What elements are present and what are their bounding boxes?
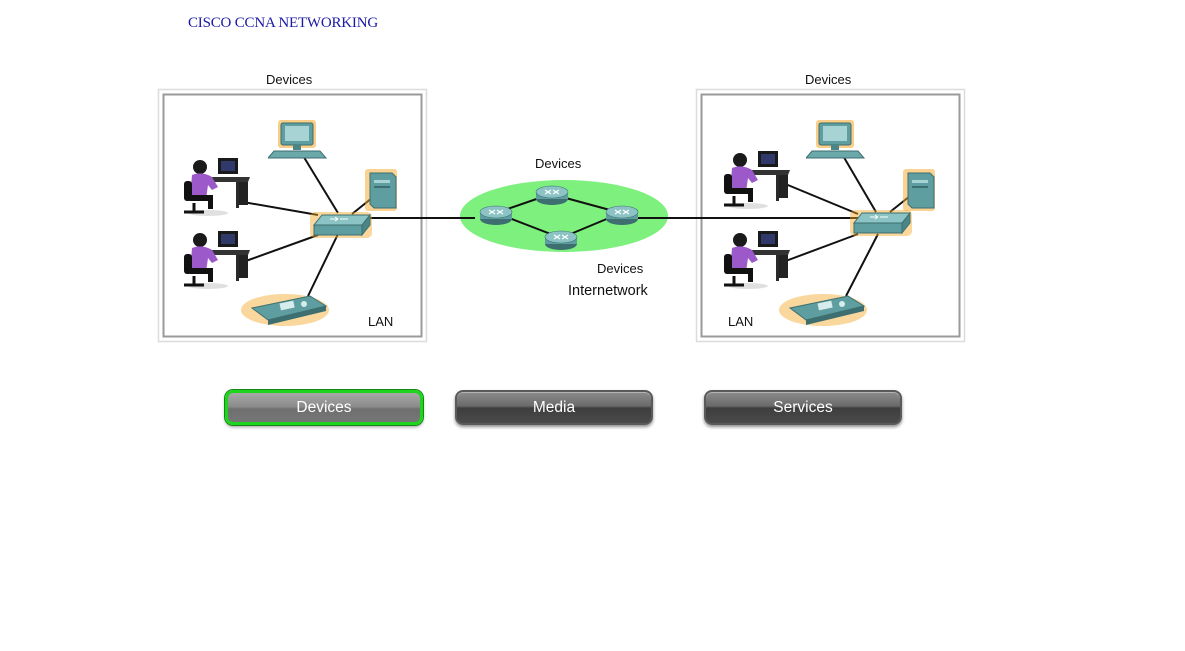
internetwork-devices-label-bottom: Devices xyxy=(597,261,644,276)
internetwork-label: Internetwork xyxy=(568,283,648,299)
right-lan-label: LAN xyxy=(728,314,754,329)
right-lan-devices-label: Devices xyxy=(805,72,852,87)
devices-button-label: Devices xyxy=(296,398,352,416)
cisco-ccna-networking-link[interactable]: CISCO CCNA NETWORKING xyxy=(188,15,378,31)
router-top-icon xyxy=(535,185,569,206)
media-button[interactable]: Media xyxy=(455,390,653,425)
right-ip-phone-icon xyxy=(778,293,868,327)
right-switch-icon xyxy=(849,209,913,237)
left-ip-phone-icon xyxy=(240,293,330,327)
left-server-icon xyxy=(364,168,398,212)
internetwork-devices-label-top: Devices xyxy=(535,156,582,171)
services-button-label: Services xyxy=(773,398,833,416)
right-lan-links xyxy=(637,153,911,297)
right-server-icon xyxy=(902,168,936,212)
left-lan-devices-label: Devices xyxy=(266,72,313,87)
router-bottom-icon xyxy=(544,230,578,251)
router-left-icon xyxy=(479,205,513,226)
internetwork-cloud xyxy=(460,180,668,252)
devices-button[interactable]: Devices xyxy=(225,390,423,425)
router-right-icon xyxy=(605,205,639,226)
left-switch-icon xyxy=(309,211,373,239)
left-lan-label: LAN xyxy=(368,314,394,329)
services-button[interactable]: Services xyxy=(704,390,902,425)
media-button-label: Media xyxy=(532,398,576,416)
